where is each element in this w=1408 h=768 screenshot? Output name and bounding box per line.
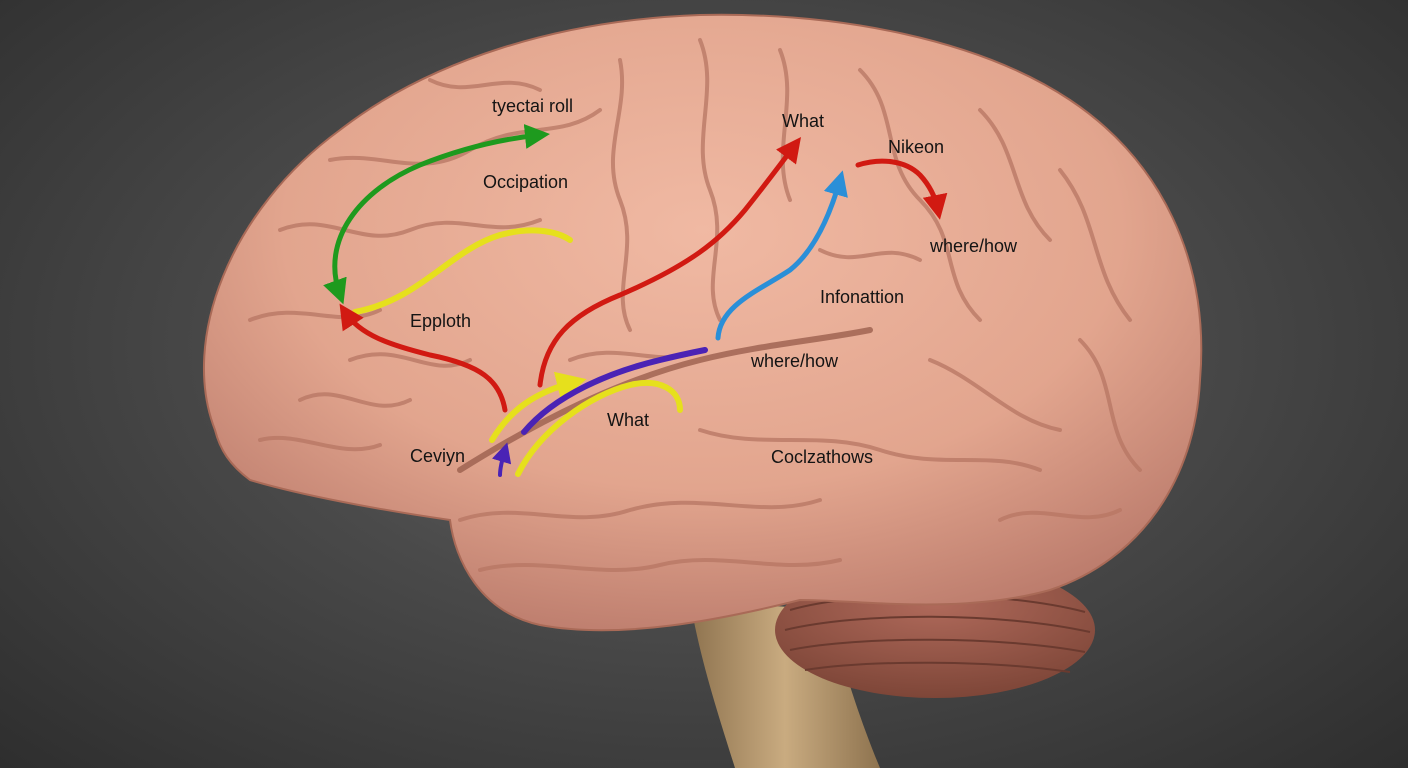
label-what-mid: What: [607, 410, 649, 430]
yellow-arrow-bottom: [515, 380, 683, 477]
yellow-arrow-lower: [489, 371, 587, 443]
red-arrow-left: [339, 303, 508, 413]
label-nikeon: Nikeon: [888, 137, 944, 157]
label-what-top: What: [782, 111, 824, 131]
label-infonattion: Infonattion: [820, 287, 904, 307]
label-where-how-mid: where/how: [750, 351, 839, 371]
label-ceviyn: Ceviyn: [410, 446, 465, 466]
label-occipation: Occipation: [483, 172, 568, 192]
label-where-how-top: where/how: [929, 236, 1018, 256]
purple-arrow-small: [491, 442, 512, 477]
yellow-arrow-upper: [352, 227, 573, 315]
label-tyectai-roll: tyectai roll: [492, 96, 573, 116]
red-arrow-up: [537, 137, 802, 388]
label-coclzathows: Coclzathows: [771, 447, 873, 467]
green-arrow: [323, 124, 550, 305]
pathway-arrows: [323, 124, 948, 477]
label-epploth: Epploth: [410, 311, 471, 331]
red-arrow-right: [855, 158, 948, 220]
purple-arrow: [521, 347, 708, 435]
labels: tyectai roll Occipation Epploth Ceviyn W…: [410, 96, 1018, 467]
blue-arrow: [715, 170, 848, 341]
